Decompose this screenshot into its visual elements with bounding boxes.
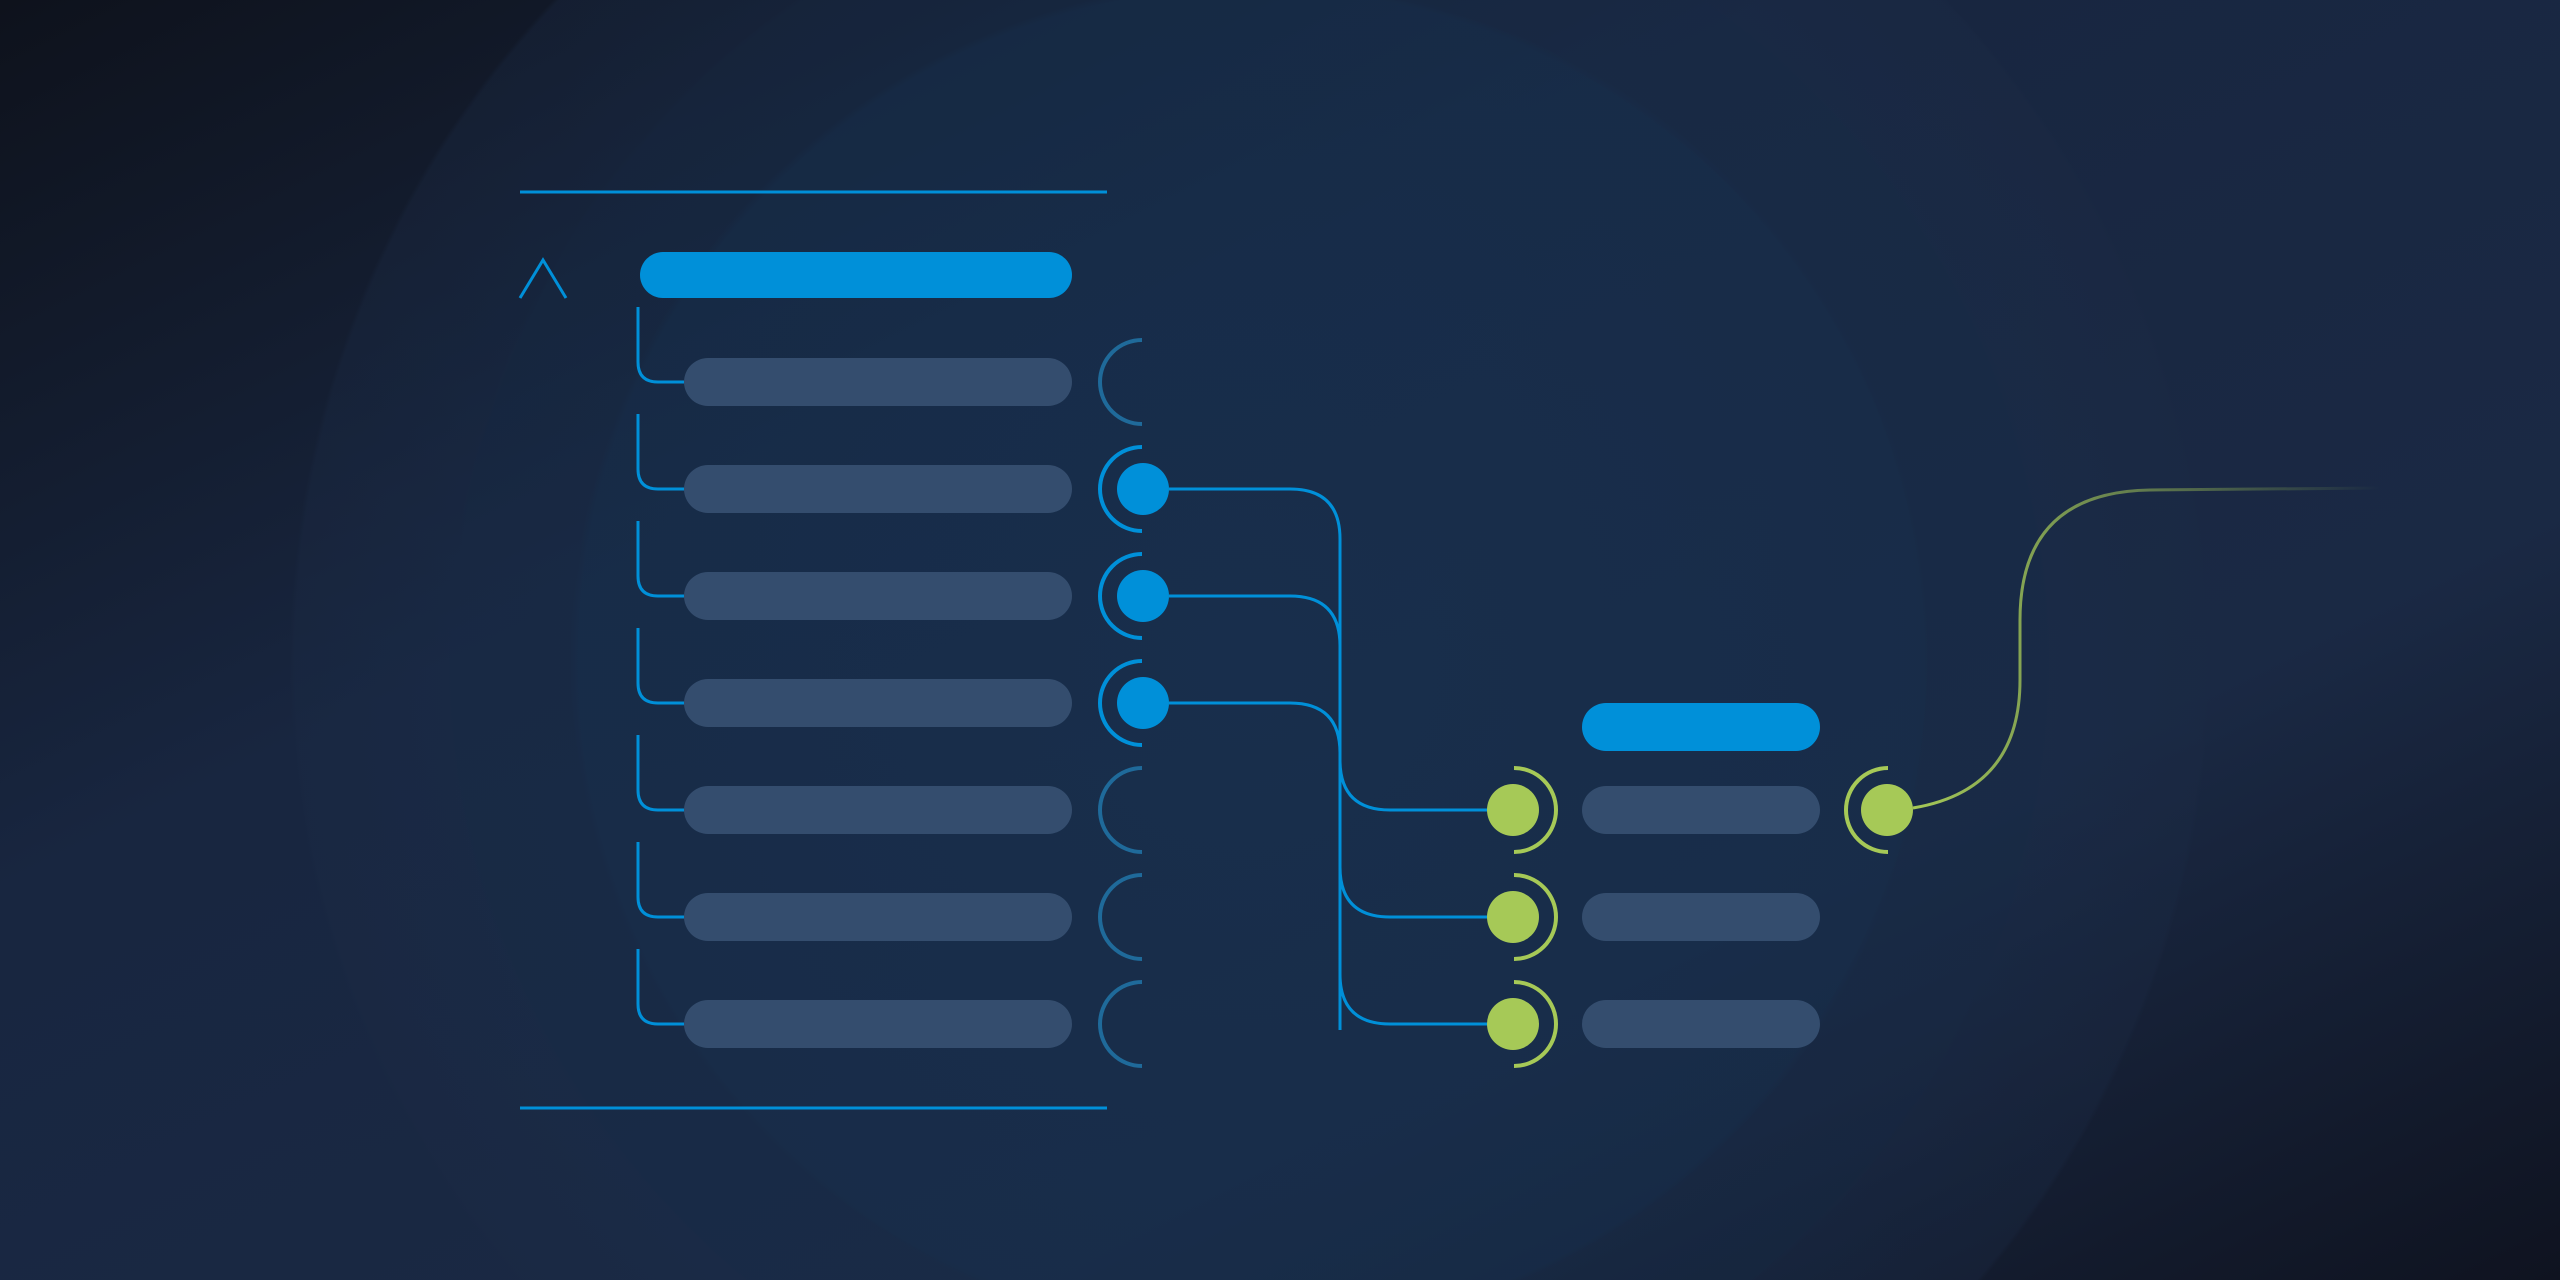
row-bar[interactable] — [684, 679, 1072, 727]
port-node[interactable] — [1487, 784, 1539, 836]
tree-connector — [636, 307, 684, 384]
port-arc — [1098, 766, 1143, 854]
right-header-bar[interactable] — [1582, 703, 1820, 751]
connector-line — [1169, 594, 1342, 1030]
port-arc — [1098, 445, 1143, 533]
row-bar[interactable] — [684, 465, 1072, 513]
row-bar[interactable] — [684, 1000, 1072, 1048]
connector-line — [1338, 837, 1490, 919]
row-bar[interactable] — [684, 572, 1072, 620]
tree-connector — [636, 521, 684, 598]
list-row[interactable] — [636, 628, 1169, 747]
port-arc — [1098, 980, 1143, 1068]
tree-connector — [636, 735, 684, 812]
row-bar[interactable] — [1582, 786, 1820, 834]
list-row[interactable] — [1487, 980, 1820, 1068]
connector-line — [1338, 730, 1490, 812]
tree-connector — [636, 628, 684, 705]
list-row[interactable] — [636, 307, 1143, 426]
chevron-up-icon[interactable] — [518, 257, 568, 299]
port-node[interactable] — [1117, 677, 1169, 729]
port-arc — [1098, 873, 1143, 961]
port-arc — [1513, 766, 1558, 854]
left-header-bar[interactable] — [640, 252, 1072, 298]
output-node[interactable] — [1861, 784, 1913, 836]
list-row[interactable] — [636, 949, 1143, 1068]
right-list — [1487, 766, 1820, 1068]
tree-connector — [636, 949, 684, 1026]
port-arc — [1098, 338, 1143, 426]
connector-line — [1338, 944, 1490, 1026]
row-bar[interactable] — [1582, 893, 1820, 941]
tree-connector — [636, 842, 684, 919]
list-row[interactable] — [636, 521, 1169, 640]
row-bar[interactable] — [1582, 1000, 1820, 1048]
port-node[interactable] — [1487, 891, 1539, 943]
port-arc — [1844, 766, 1889, 854]
port-node[interactable] — [1117, 570, 1169, 622]
list-row[interactable] — [636, 414, 1169, 533]
port-node[interactable] — [1117, 463, 1169, 515]
list-row[interactable] — [1487, 766, 1820, 854]
row-bar[interactable] — [684, 786, 1072, 834]
connector-line — [1169, 487, 1342, 1030]
row-bar[interactable] — [684, 358, 1072, 406]
port-node[interactable] — [1487, 998, 1539, 1050]
port-arc — [1098, 552, 1143, 640]
left-list — [636, 307, 1169, 1068]
port-arc — [1513, 980, 1558, 1068]
output-node-group — [1844, 486, 2381, 854]
row-bar[interactable] — [684, 893, 1072, 941]
connectors — [1169, 487, 1490, 1030]
list-row[interactable] — [636, 842, 1143, 961]
port-arc — [1098, 659, 1143, 747]
list-row[interactable] — [1487, 873, 1820, 961]
output-line — [1912, 486, 2381, 810]
list-row[interactable] — [636, 735, 1143, 854]
tree-connector — [636, 414, 684, 491]
port-arc — [1513, 873, 1558, 961]
